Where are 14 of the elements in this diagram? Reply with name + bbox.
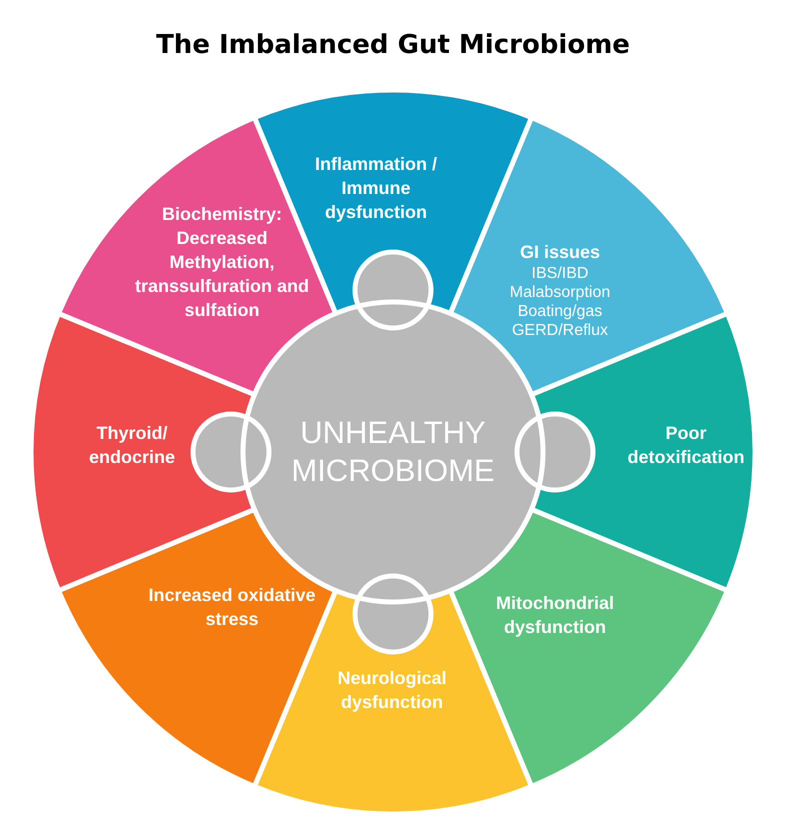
- segment-label: GI issues: [518, 241, 602, 264]
- segment-label: Increased oxidative stress: [147, 584, 317, 631]
- symptom-item: GERD/Reflux: [510, 321, 610, 340]
- center-label: UNHEALTHY MICROBIOME: [290, 414, 496, 490]
- symptom-item: IBS/IBD: [530, 264, 590, 283]
- segment-label: Inflammation / Immune dysfunction: [314, 153, 438, 224]
- symptom-item: Malabsorption: [508, 283, 612, 302]
- segment-label: Poor detoxification: [626, 422, 746, 469]
- symptom-item: Boating/gas: [516, 302, 604, 321]
- segment-label: Biochemistry: Decreased Methylation, transsulfuration and sulfation: [134, 203, 310, 322]
- title: The Imbalanced Gut Microbiome: [156, 30, 630, 60]
- segment-label: Thyroid/ endocrine: [88, 422, 176, 469]
- segment-label: Mitochondrial dysfunction: [495, 592, 615, 639]
- segment-label: Neurological dysfunction: [336, 667, 448, 714]
